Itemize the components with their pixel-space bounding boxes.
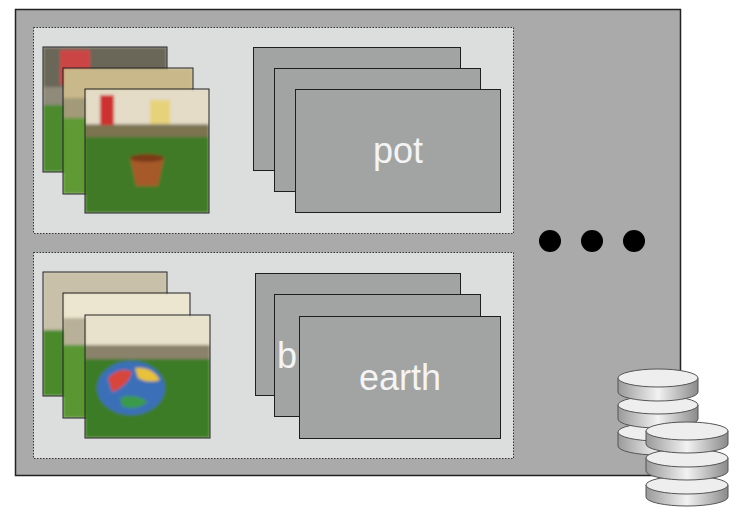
ellipsis-dot	[623, 230, 645, 252]
photo	[85, 89, 209, 213]
card-label: earth	[359, 358, 441, 398]
label-card: pot	[295, 89, 501, 213]
outer-frame	[16, 10, 681, 476]
sample-panel	[34, 253, 514, 459]
card-label: b	[277, 336, 297, 376]
database-icon	[618, 369, 728, 506]
photo	[85, 315, 210, 438]
ellipsis-dot	[581, 230, 603, 252]
card-label: pot	[373, 131, 423, 171]
sample-panel	[34, 28, 514, 234]
ellipsis-dot	[539, 230, 561, 252]
label-card: earth	[299, 316, 501, 439]
